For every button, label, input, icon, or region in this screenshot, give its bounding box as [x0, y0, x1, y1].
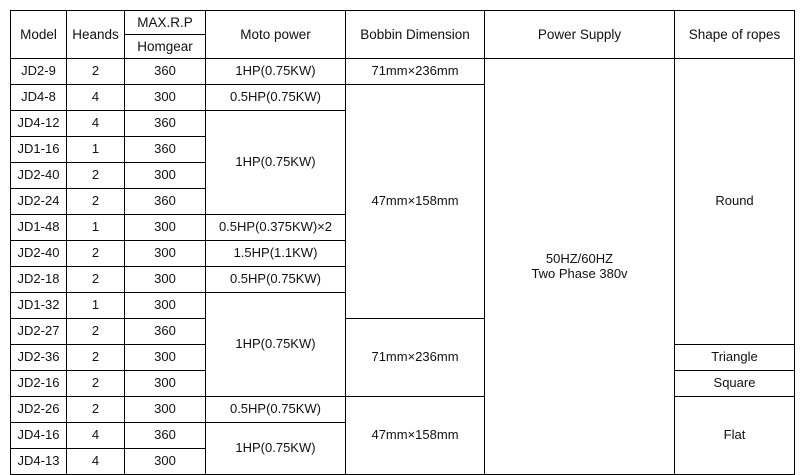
cell-max-rp-homgear: 360 [124, 188, 206, 215]
cell-model: JD2-9 [10, 58, 67, 85]
cell-heands: 1 [66, 214, 125, 241]
cell-moto-power: 1.5HP(1.1KW) [205, 240, 346, 267]
cell-max-rp-homgear: 360 [124, 110, 206, 137]
cell-max-rp-homgear: 360 [124, 318, 206, 345]
cell-moto-power: 0.5HP(0.75KW) [205, 84, 346, 111]
column-header-moto-power: Moto power [205, 10, 346, 59]
column-header-shape-of-ropes: Shape of ropes [674, 10, 795, 59]
cell-max-rp-homgear: 300 [124, 214, 206, 241]
cell-moto-power: 0.5HP(0.75KW) [205, 266, 346, 293]
cell-shape-of-ropes: Round [674, 58, 795, 345]
specification-table: Model Heands MAX.R.P Moto power Bobbin D… [10, 10, 795, 475]
column-header-homgear: Homgear [124, 34, 206, 59]
cell-max-rp-homgear: 300 [124, 448, 206, 475]
cell-model: JD2-40 [10, 240, 67, 267]
header-row-primary: Model Heands MAX.R.P Moto power Bobbin D… [10, 10, 795, 59]
cell-model: JD1-16 [10, 136, 67, 163]
cell-bobbin-dimension: 47mm×158mm [345, 84, 485, 319]
cell-model: JD2-40 [10, 162, 67, 189]
cell-model: JD4-16 [10, 422, 67, 449]
cell-max-rp-homgear: 300 [124, 84, 206, 111]
cell-moto-power: 1HP(0.75KW) [205, 110, 346, 215]
cell-heands: 2 [66, 162, 125, 189]
cell-max-rp-homgear: 300 [124, 266, 206, 293]
cell-heands: 2 [66, 240, 125, 267]
cell-max-rp-homgear: 300 [124, 396, 206, 423]
header-row-secondary: Homgear [11, 34, 795, 59]
cell-heands: 4 [66, 422, 125, 449]
cell-model: JD2-18 [10, 266, 67, 293]
cell-model: JD4-13 [10, 448, 67, 475]
cell-shape-of-ropes: Square [674, 370, 795, 397]
cell-max-rp-homgear: 300 [124, 240, 206, 267]
column-header-model: Model [10, 10, 67, 59]
cell-shape-of-ropes: Flat [674, 396, 795, 475]
cell-model: JD1-48 [10, 214, 67, 241]
cell-model: JD1-32 [10, 292, 67, 319]
cell-bobbin-dimension: 71mm×236mm [345, 318, 485, 397]
cell-heands: 2 [66, 370, 125, 397]
cell-moto-power: 1HP(0.75KW) [205, 422, 346, 475]
cell-heands: 2 [66, 344, 125, 371]
cell-heands: 2 [66, 188, 125, 215]
cell-bobbin-dimension: 71mm×236mm [345, 58, 485, 85]
cell-max-rp-homgear: 360 [124, 422, 206, 449]
cell-heands: 1 [66, 292, 125, 319]
cell-model: JD4-8 [10, 84, 67, 111]
cell-heands: 2 [66, 266, 125, 293]
cell-model: JD2-27 [10, 318, 67, 345]
cell-max-rp-homgear: 360 [124, 136, 206, 163]
column-header-heands: Heands [66, 10, 125, 59]
cell-bobbin-dimension: 47mm×158mm [345, 396, 485, 475]
cell-shape-of-ropes: Triangle [674, 344, 795, 371]
column-header-bobbin-dimension: Bobbin Dimension [345, 10, 485, 59]
cell-model: JD4-12 [10, 110, 67, 137]
cell-model: JD2-16 [10, 370, 67, 397]
column-header-power-supply: Power Supply [484, 10, 675, 59]
cell-model: JD2-24 [10, 188, 67, 215]
cell-moto-power: 1HP(0.75KW) [205, 292, 346, 397]
table-header: Model Heands MAX.R.P Moto power Bobbin D… [10, 10, 795, 59]
column-header-max-rp: MAX.R.P [124, 10, 206, 35]
cell-moto-power: 0.5HP(0.75KW) [205, 396, 346, 423]
cell-moto-power: 1HP(0.75KW) [205, 58, 346, 85]
cell-max-rp-homgear: 360 [124, 58, 206, 85]
cell-heands: 2 [66, 58, 125, 85]
cell-heands: 2 [66, 396, 125, 423]
cell-heands: 2 [66, 318, 125, 345]
cell-heands: 4 [66, 448, 125, 475]
cell-max-rp-homgear: 300 [124, 370, 206, 397]
cell-max-rp-homgear: 300 [124, 344, 206, 371]
power-supply-frequency: 50HZ/60HZ [545, 250, 614, 266]
specification-table-container: Model Heands MAX.R.P Moto power Bobbin D… [10, 10, 795, 475]
cell-heands: 4 [66, 84, 125, 111]
power-supply-phase-voltage: Two Phase 380v [531, 265, 628, 281]
cell-heands: 1 [66, 136, 125, 163]
cell-model: JD2-26 [10, 396, 67, 423]
cell-max-rp-homgear: 300 [124, 162, 206, 189]
cell-moto-power: 0.5HP(0.375KW)×2 [205, 214, 346, 241]
cell-max-rp-homgear: 300 [124, 292, 206, 319]
cell-heands: 4 [66, 110, 125, 137]
cell-model: JD2-36 [10, 344, 67, 371]
